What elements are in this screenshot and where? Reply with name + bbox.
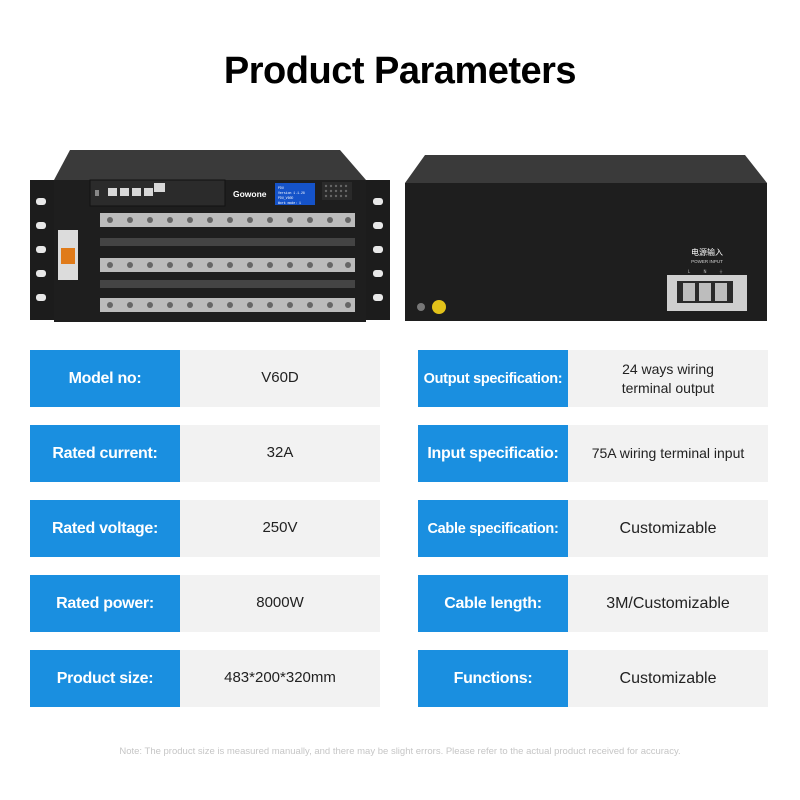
param-label: Cable specification:	[418, 500, 568, 557]
param-label: Rated current:	[30, 425, 180, 482]
footnote: Note: The product size is measured manua…	[119, 746, 681, 757]
svg-text:PDU: PDU	[278, 186, 284, 190]
brand-logo: Gowone	[233, 189, 267, 199]
svg-text:电源输入: 电源输入	[691, 247, 723, 257]
svg-text:Version 1.1.28: Version 1.1.28	[278, 191, 305, 195]
param-value: 250V	[180, 500, 380, 557]
svg-text:PDU_V60D: PDU_V60D	[278, 196, 293, 200]
svg-text:POWER INPUT: POWER INPUT	[691, 259, 723, 264]
param-value: 3M/Customizable	[568, 575, 768, 632]
param-label: Output specification:	[418, 350, 568, 407]
param-value: 32A	[180, 425, 380, 482]
param-value: 24 ways wiring terminal output	[568, 350, 768, 407]
svg-text:N: N	[704, 269, 707, 274]
param-value: V60D	[180, 350, 380, 407]
param-label: Input specificatio:	[418, 425, 568, 482]
svg-text:⏚: ⏚	[719, 268, 723, 274]
param-label: Rated power:	[30, 575, 180, 632]
rear-panel-image: 电源输入 POWER INPUT L N ⏚	[405, 155, 767, 321]
param-value: Customizable	[568, 650, 768, 707]
param-label: Functions:	[418, 650, 568, 707]
param-value: 8000W	[180, 575, 380, 632]
param-label: Product size:	[30, 650, 180, 707]
svg-text:L: L	[688, 269, 691, 274]
param-value: Customizable	[568, 500, 768, 557]
param-label: Model no:	[30, 350, 180, 407]
param-label: Cable length:	[418, 575, 568, 632]
page-title: Product Parameters	[223, 50, 577, 92]
svg-text:Work mode: 1: Work mode: 1	[278, 201, 301, 205]
param-label: Rated voltage:	[30, 500, 180, 557]
param-value: 483*200*320mm	[180, 650, 380, 707]
param-value: 75A wiring terminal input	[568, 425, 768, 482]
front-panel-image: Gowone PDU Version 1.1.28 PDU_V60D Work …	[30, 150, 390, 322]
